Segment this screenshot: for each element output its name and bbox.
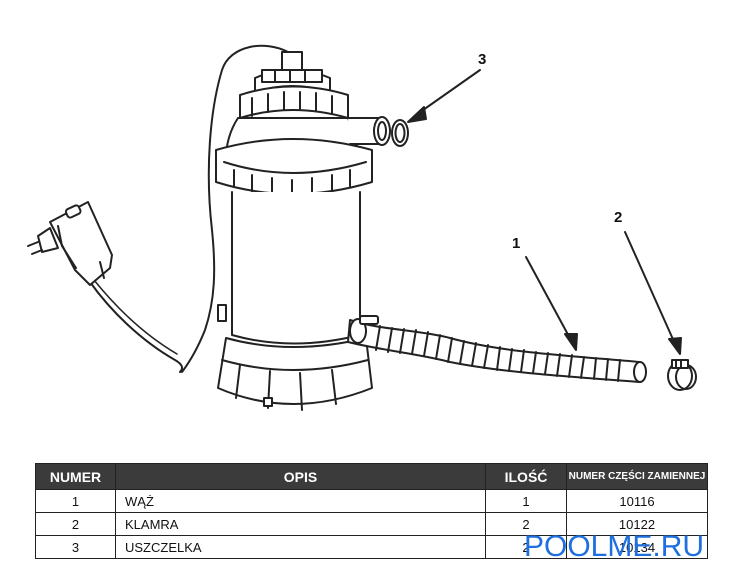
row-part-code: 10122 [566,512,708,536]
header-description: OPIS [115,463,486,490]
header-number: NUMER [35,463,116,490]
header-quantity: ILOŚĆ [485,463,567,490]
hose-part-1 [347,315,647,383]
filter-body [231,191,361,345]
plug-cable [89,281,184,373]
plug-icon [27,201,113,286]
filter-top-cap [239,51,349,119]
row-quantity: 1 [485,489,567,513]
row-description: USZCZELKA [115,535,486,559]
clamp-part-2 [667,359,697,391]
callout-label-2: 2 [614,209,622,226]
row-description: KLAMRA [115,512,486,536]
watermark-text: POOLME.RU [524,530,705,563]
table-row: 3 USZCZELKA 2 10134 [35,535,708,559]
table-header-row: NUMER OPIS ILOŚĆ NUMER CZĘŚCI ZAMIENNEJ [35,463,708,490]
parts-table: NUMER OPIS ILOŚĆ NUMER CZĘŚCI ZAMIENNEJ … [35,463,708,559]
filter-base [217,337,373,411]
heater-parts-diagram: 3 1 2 [27,44,697,411]
gasket-part-3 [391,119,409,147]
row-number: 2 [35,512,116,536]
row-quantity: 2 [485,535,567,559]
table-row: 2 KLAMRA 2 10122 [35,512,708,536]
outlet-port [347,116,391,146]
header-part-code: NUMER CZĘŚCI ZAMIENNEJ [566,463,708,490]
power-cable [181,44,289,373]
row-part-code: 10134 [566,535,708,559]
row-part-code: 10116 [566,489,708,513]
filter-collar [215,138,373,199]
callout-arrows [407,69,682,355]
table-row: 1 WĄŻ 1 10116 [35,489,708,513]
row-number: 1 [35,489,116,513]
callout-label-3: 3 [478,51,486,68]
row-number: 3 [35,535,116,559]
row-description: WĄŻ [115,489,486,513]
callout-label-1: 1 [512,235,520,252]
